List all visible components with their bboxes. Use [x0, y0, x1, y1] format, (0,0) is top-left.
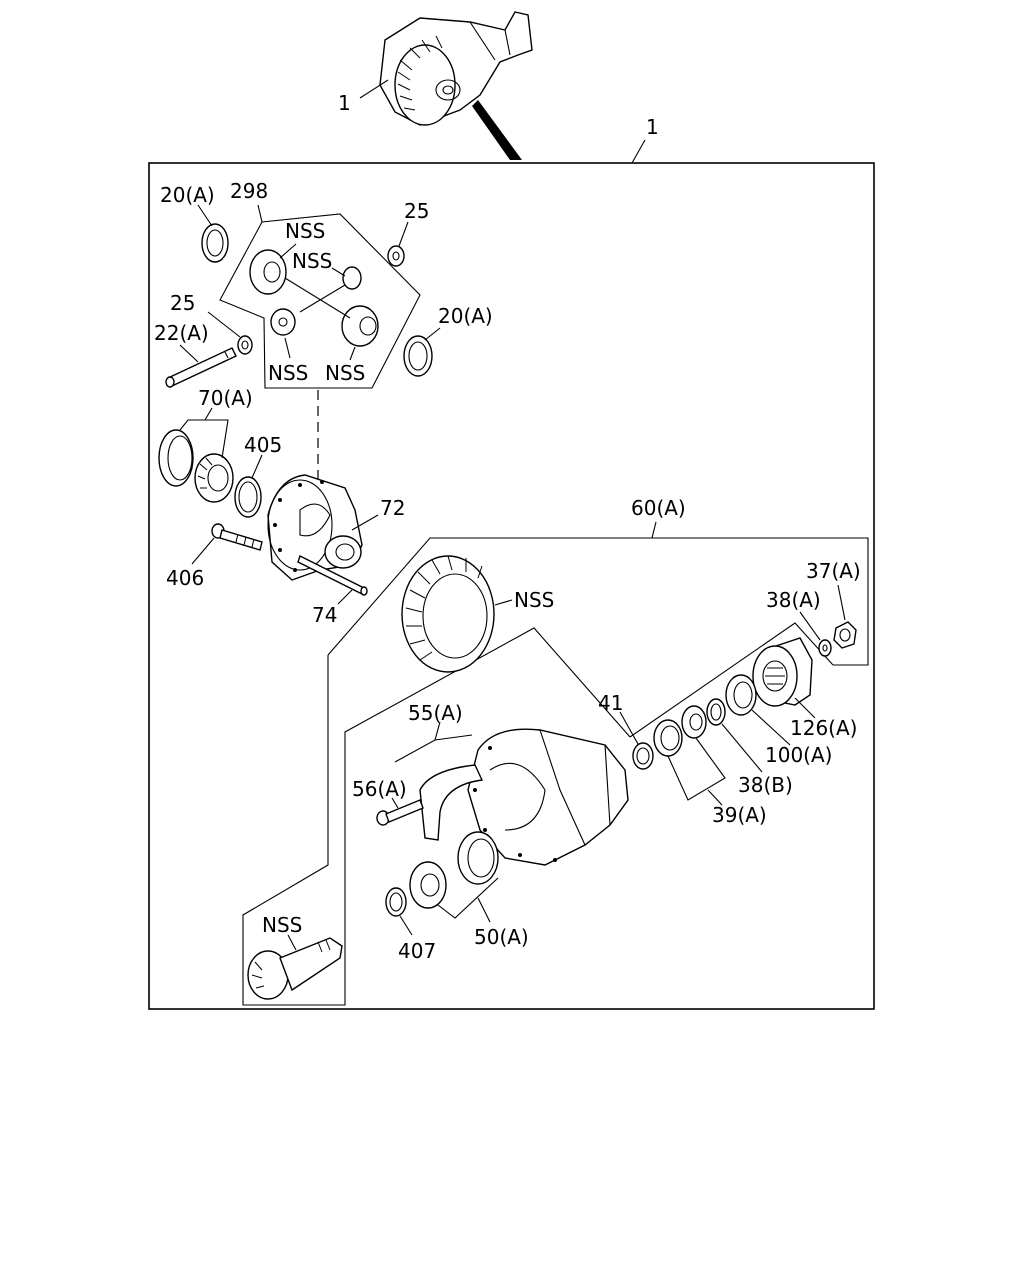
- bearing-cup-39a: [653, 719, 683, 757]
- drive-pinion: [247, 937, 343, 1000]
- label-41: 41: [598, 691, 623, 715]
- bearing-cup-50a: [457, 831, 499, 885]
- spacer-41: [632, 742, 654, 770]
- label-25-left: 25: [170, 291, 195, 315]
- differential-carrier: [467, 728, 629, 866]
- label-126a: 126(A): [790, 716, 857, 740]
- thrust-washer-20a-top: [201, 223, 229, 263]
- label-405: 405: [244, 433, 282, 457]
- label-nss-gear3: NSS: [268, 361, 308, 385]
- label-nss-pinion: NSS: [262, 913, 302, 937]
- label-39a: 39(A): [712, 803, 767, 827]
- group-60a-outline-lower: [242, 627, 631, 1006]
- washer-38a: [818, 639, 832, 657]
- label-nss-ring: NSS: [514, 588, 554, 612]
- washer-38b: [706, 698, 726, 726]
- label-nss-gear2: NSS: [292, 249, 332, 273]
- pinion-shaft-22a: [165, 347, 237, 388]
- label-298: 298: [230, 179, 268, 203]
- pinion-gear-small: [342, 266, 362, 290]
- label-nss-gear1: NSS: [285, 219, 325, 243]
- label-56a: 56(A): [352, 777, 407, 801]
- washer-25-top: [387, 245, 405, 267]
- washer-25-left: [237, 335, 253, 355]
- label-20a-top: 20(A): [160, 183, 215, 207]
- label-1-frame: 1: [646, 115, 659, 139]
- pinion-gear-left: [270, 308, 296, 336]
- label-20a-right: 20(A): [438, 304, 493, 328]
- thrust-washer-20a-right: [403, 335, 433, 377]
- bolt-56a: [376, 799, 424, 826]
- label-406: 406: [166, 566, 204, 590]
- shim-407: [385, 887, 407, 917]
- bearing-cone-39a: [681, 705, 707, 739]
- bearing-cap-55a: [419, 764, 484, 841]
- assembly-frame: [148, 162, 875, 1010]
- nut-37a: [833, 621, 857, 649]
- label-72: 72: [380, 496, 405, 520]
- pin-74: [297, 555, 368, 596]
- group-60a-outline: [327, 537, 869, 666]
- label-22a: 22(A): [154, 321, 209, 345]
- bearing-cup-70a: [158, 429, 194, 487]
- side-gear-upper: [249, 249, 287, 295]
- label-55a: 55(A): [408, 701, 463, 725]
- label-25-top: 25: [404, 199, 429, 223]
- differential-assembly-illustration: [379, 11, 533, 160]
- bearing-cone-50a: [409, 861, 447, 909]
- bearing-cone-70a: [194, 453, 234, 503]
- side-gear-lower: [341, 305, 379, 347]
- label-37a: 37(A): [806, 559, 861, 583]
- label-nss-gear4: NSS: [325, 361, 365, 385]
- label-38b: 38(B): [738, 773, 793, 797]
- label-50a: 50(A): [474, 925, 529, 949]
- label-38a: 38(A): [766, 588, 821, 612]
- label-407: 407: [398, 939, 436, 963]
- companion-flange-126a: [752, 637, 813, 707]
- label-70a: 70(A): [198, 386, 253, 410]
- label-100a: 100(A): [765, 743, 832, 767]
- bolt-406: [211, 523, 263, 551]
- label-74: 74: [312, 603, 337, 627]
- label-1-top: 1: [338, 91, 351, 115]
- oil-seal-100a: [725, 674, 757, 716]
- ring-gear: [401, 555, 495, 673]
- gear-kit-outline: [219, 213, 421, 389]
- label-60a: 60(A): [631, 496, 686, 520]
